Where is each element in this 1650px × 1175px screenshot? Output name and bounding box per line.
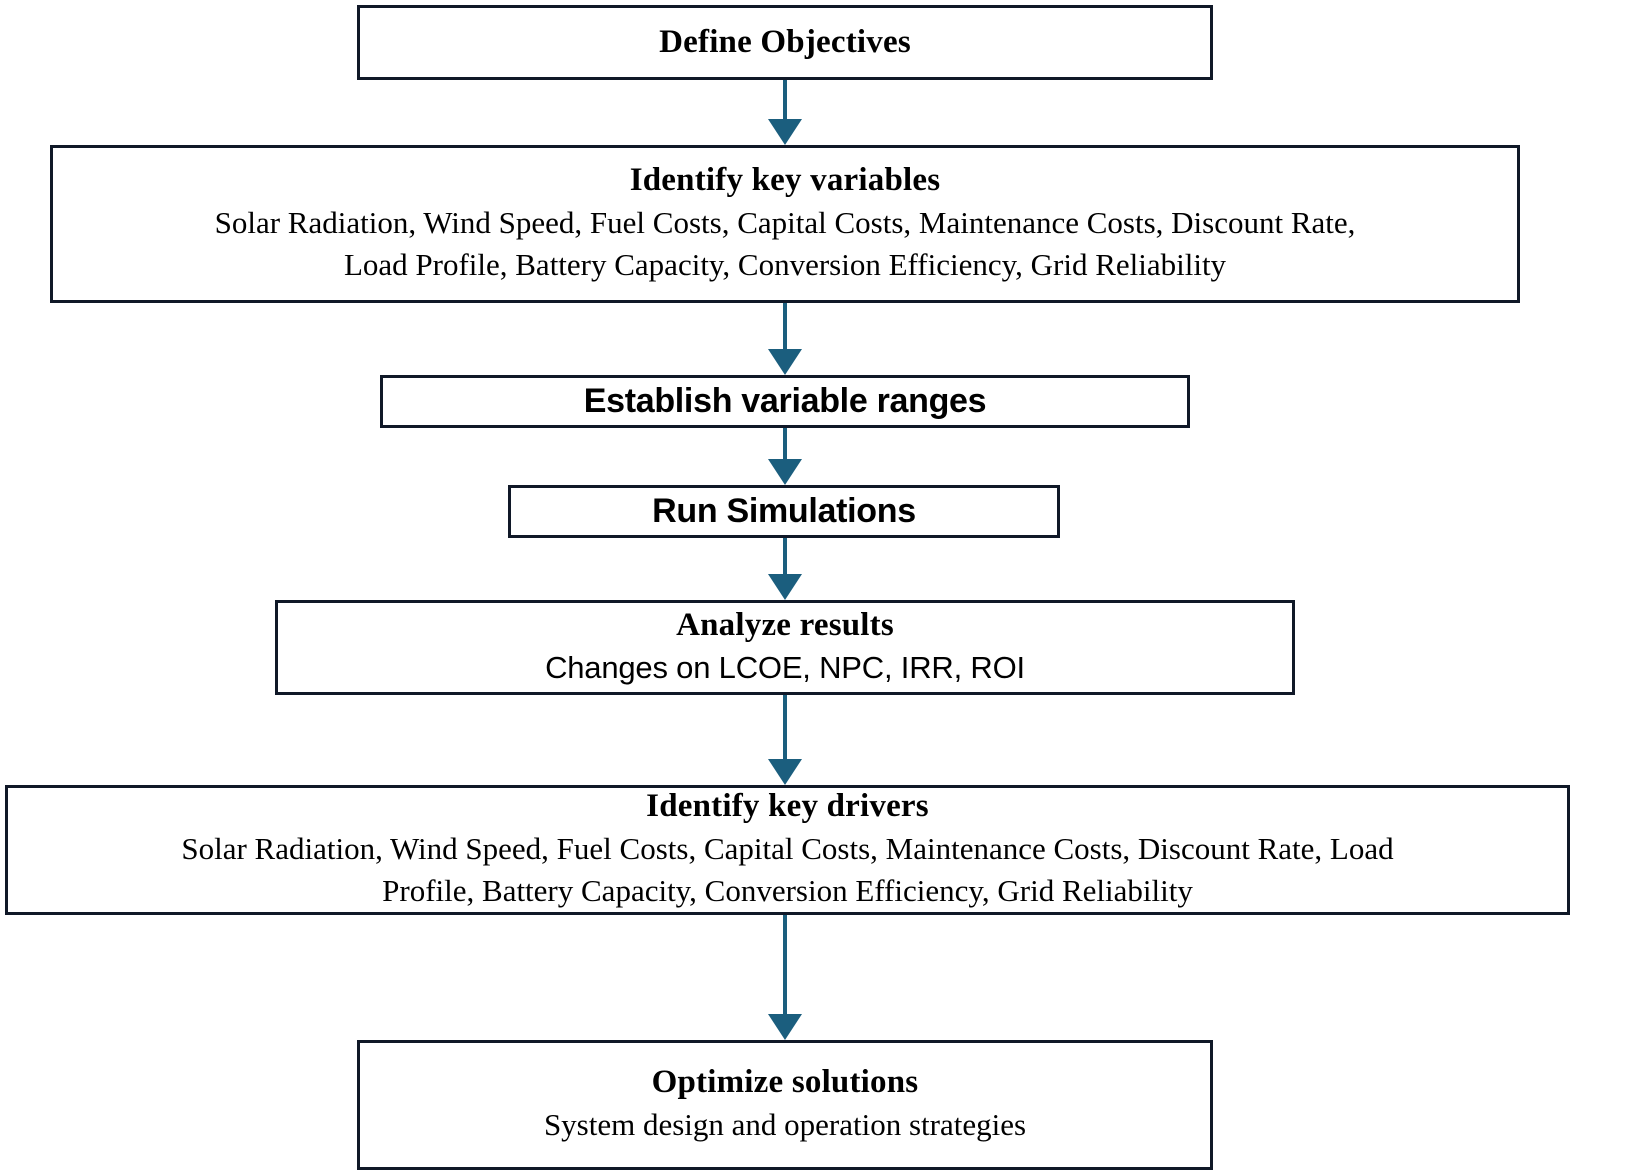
- node-subtext-block: Changes on LCOE, NPC, IRR, ROI: [545, 647, 1025, 689]
- arrow-establish-variable-ranges-to-run-simulations: [768, 428, 802, 485]
- node-identify-key-variables[interactable]: Identify key variables Solar Radiation, …: [50, 145, 1520, 303]
- arrow-shaft: [783, 428, 787, 459]
- node-subtext-line: Changes on LCOE, NPC, IRR, ROI: [545, 649, 1025, 685]
- node-define-objectives[interactable]: Define Objectives: [357, 5, 1213, 80]
- arrow-head: [768, 574, 802, 600]
- node-title: Define Objectives: [659, 24, 911, 61]
- node-subtext-line: Solar Radiation, Wind Speed, Fuel Costs,…: [181, 831, 1394, 867]
- node-title: Identify key variables: [629, 162, 941, 199]
- node-run-simulations[interactable]: Run Simulations: [508, 485, 1060, 538]
- arrow-head: [768, 759, 802, 785]
- arrow-shaft: [783, 915, 787, 1014]
- arrow-shaft: [783, 80, 787, 119]
- node-title: Run Simulations: [652, 492, 916, 531]
- node-subtext-block: Solar Radiation, Wind Speed, Fuel Costs,…: [215, 202, 1356, 285]
- node-subtext-line: Load Profile, Battery Capacity, Conversi…: [343, 246, 1227, 282]
- arrow-analyze-results-to-identify-key-drivers: [768, 695, 802, 785]
- arrow-head: [768, 119, 802, 145]
- node-subtext-line: System design and operation strategies: [543, 1107, 1027, 1143]
- node-title: Analyze results: [676, 606, 894, 643]
- arrow-identify-key-variables-to-establish-variable-ranges: [768, 303, 802, 375]
- arrow-shaft: [783, 695, 787, 759]
- arrow-shaft: [783, 303, 787, 349]
- arrow-head: [768, 1014, 802, 1040]
- node-subtext-block: System design and operation strategies: [544, 1104, 1026, 1146]
- node-title: Establish variable ranges: [583, 382, 987, 421]
- arrow-identify-key-drivers-to-optimize-solutions: [768, 915, 802, 1040]
- arrow-head: [768, 349, 802, 375]
- node-optimize-solutions[interactable]: Optimize solutions System design and ope…: [357, 1040, 1213, 1170]
- node-title: Optimize solutions: [651, 1064, 919, 1101]
- node-subtext-block: Solar Radiation, Wind Speed, Fuel Costs,…: [181, 828, 1393, 911]
- arrow-run-simulations-to-analyze-results: [768, 538, 802, 600]
- arrow-shaft: [783, 538, 787, 574]
- arrow-head: [768, 459, 802, 485]
- arrow-define-objectives-to-identify-key-variables: [768, 80, 802, 145]
- node-subtext-line: Profile, Battery Capacity, Conversion Ef…: [382, 872, 1193, 908]
- node-identify-key-drivers[interactable]: Identify key drivers Solar Radiation, Wi…: [5, 785, 1570, 915]
- node-establish-variable-ranges[interactable]: Establish variable ranges: [380, 375, 1190, 428]
- node-title: Identify key drivers: [646, 788, 929, 825]
- node-analyze-results[interactable]: Analyze results Changes on LCOE, NPC, IR…: [275, 600, 1295, 695]
- node-subtext-line: Solar Radiation, Wind Speed, Fuel Costs,…: [214, 205, 1356, 241]
